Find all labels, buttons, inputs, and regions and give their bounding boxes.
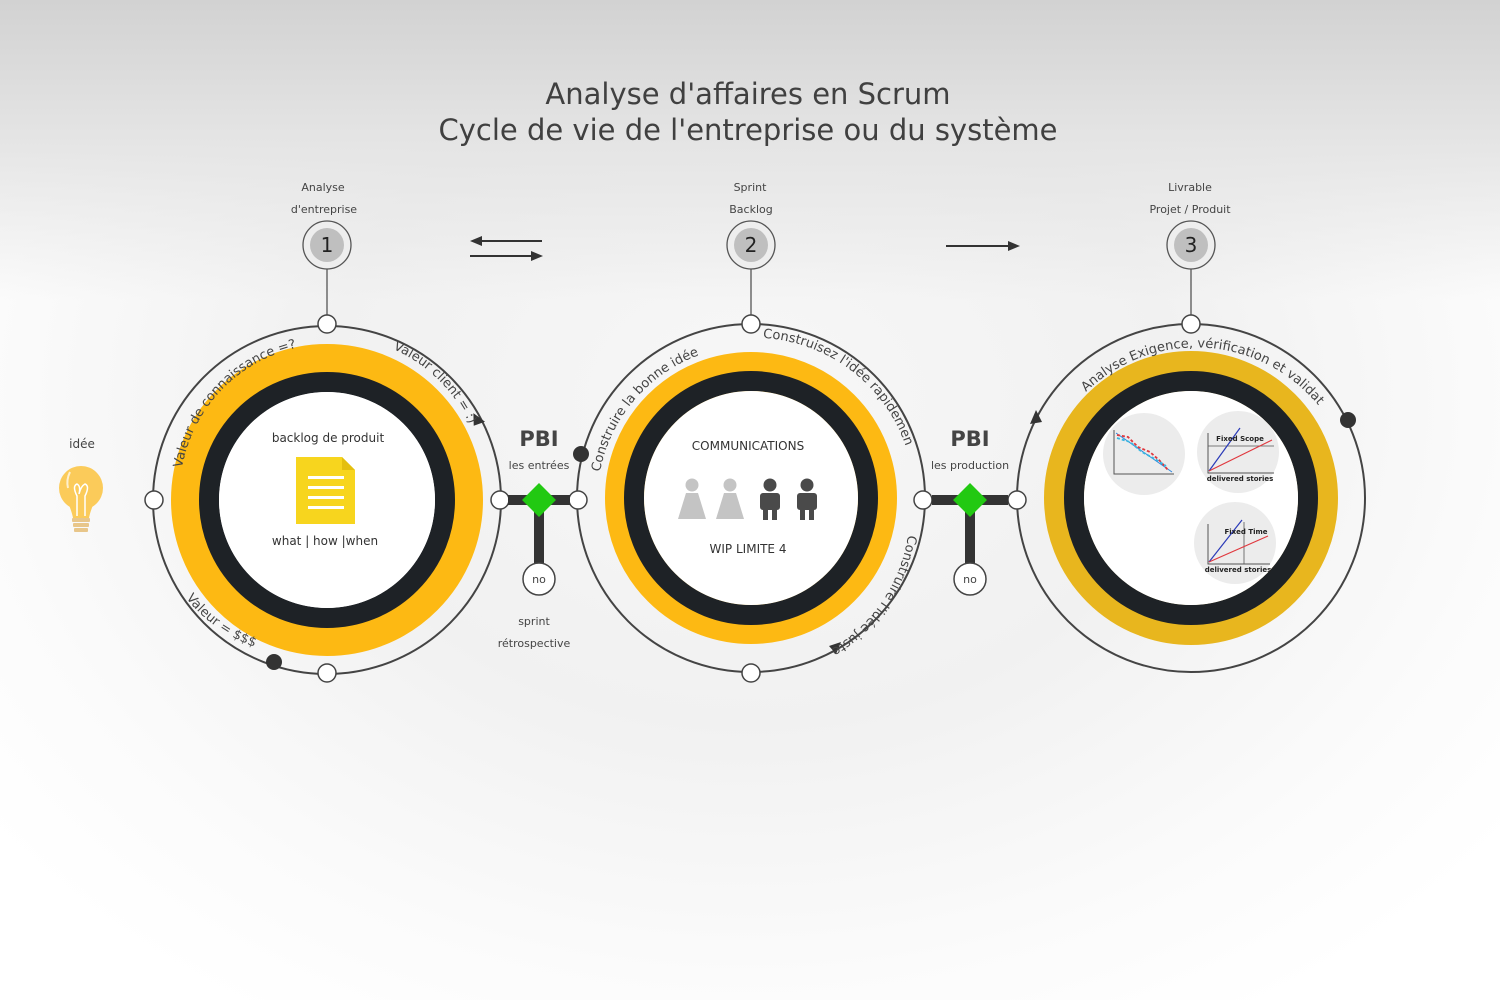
- page-title-line2: Cycle de vie de l'entreprise ou du systè…: [438, 113, 1057, 147]
- fixed-scope-subtitle: delivered stories: [1207, 475, 1274, 483]
- stage-2-center-title: COMMUNICATIONS: [692, 439, 804, 453]
- connector-1-node: no: [532, 573, 546, 586]
- stage-3-label-line1: Livrable: [1168, 181, 1212, 194]
- stage-3-circle: [1007, 314, 1366, 673]
- connector-1-title: PBI: [519, 427, 558, 451]
- connector-1-sub: les entrées: [509, 459, 570, 472]
- stage-3-badge: 3: [1166, 220, 1216, 317]
- stage-1-badge: 1: [302, 220, 352, 317]
- stage-2-label-line1: Sprint: [734, 181, 768, 194]
- fixed-scope-chart: Fixed Scope delivered stories: [1197, 411, 1279, 493]
- connector-2-sub: les production: [931, 459, 1009, 472]
- stage-2-label-line2: Backlog: [729, 203, 772, 216]
- connector-1: [508, 483, 570, 596]
- idea-label: idée: [69, 437, 95, 451]
- connector-2-title: PBI: [950, 427, 989, 451]
- stage-2-circle: [568, 314, 933, 683]
- page-title-line1: Analyse d'affaires en Scrum: [545, 77, 950, 111]
- right-arrow-icon: [946, 241, 1020, 251]
- lightbulb-icon: [59, 466, 103, 532]
- fixed-time-subtitle: delivered stories: [1205, 566, 1272, 574]
- stage-1-center-sub: what | how |when: [272, 534, 378, 548]
- stage-3-label-line2: Projet / Produit: [1149, 203, 1231, 216]
- stage-1-number: 1: [321, 233, 334, 257]
- burndown-chart-icon: [1103, 413, 1185, 495]
- bidirectional-arrow-icon: [470, 236, 543, 261]
- fixed-time-title: Fixed Time: [1224, 528, 1267, 536]
- fixed-time-chart: Fixed Time delivered stories: [1194, 502, 1276, 584]
- stage-2-number: 2: [745, 233, 758, 257]
- connector-1-caption-line2: rétrospective: [498, 637, 571, 650]
- stage-1-center-title: backlog de produit: [272, 431, 385, 445]
- connector-2-node: no: [963, 573, 977, 586]
- team-people-icon: [678, 478, 817, 520]
- stage-1-label-line1: Analyse: [301, 181, 345, 194]
- stage-3-number: 3: [1185, 233, 1198, 257]
- fixed-scope-title: Fixed Scope: [1216, 435, 1264, 443]
- connector-2: [932, 483, 1008, 596]
- stage-2-badge: 2: [726, 220, 776, 317]
- stage-2-center-sub: WIP LIMITE 4: [710, 542, 787, 556]
- connector-1-caption-line1: sprint: [518, 615, 550, 628]
- stage-1-label-line2: d'entreprise: [291, 203, 357, 216]
- document-icon: [296, 457, 355, 524]
